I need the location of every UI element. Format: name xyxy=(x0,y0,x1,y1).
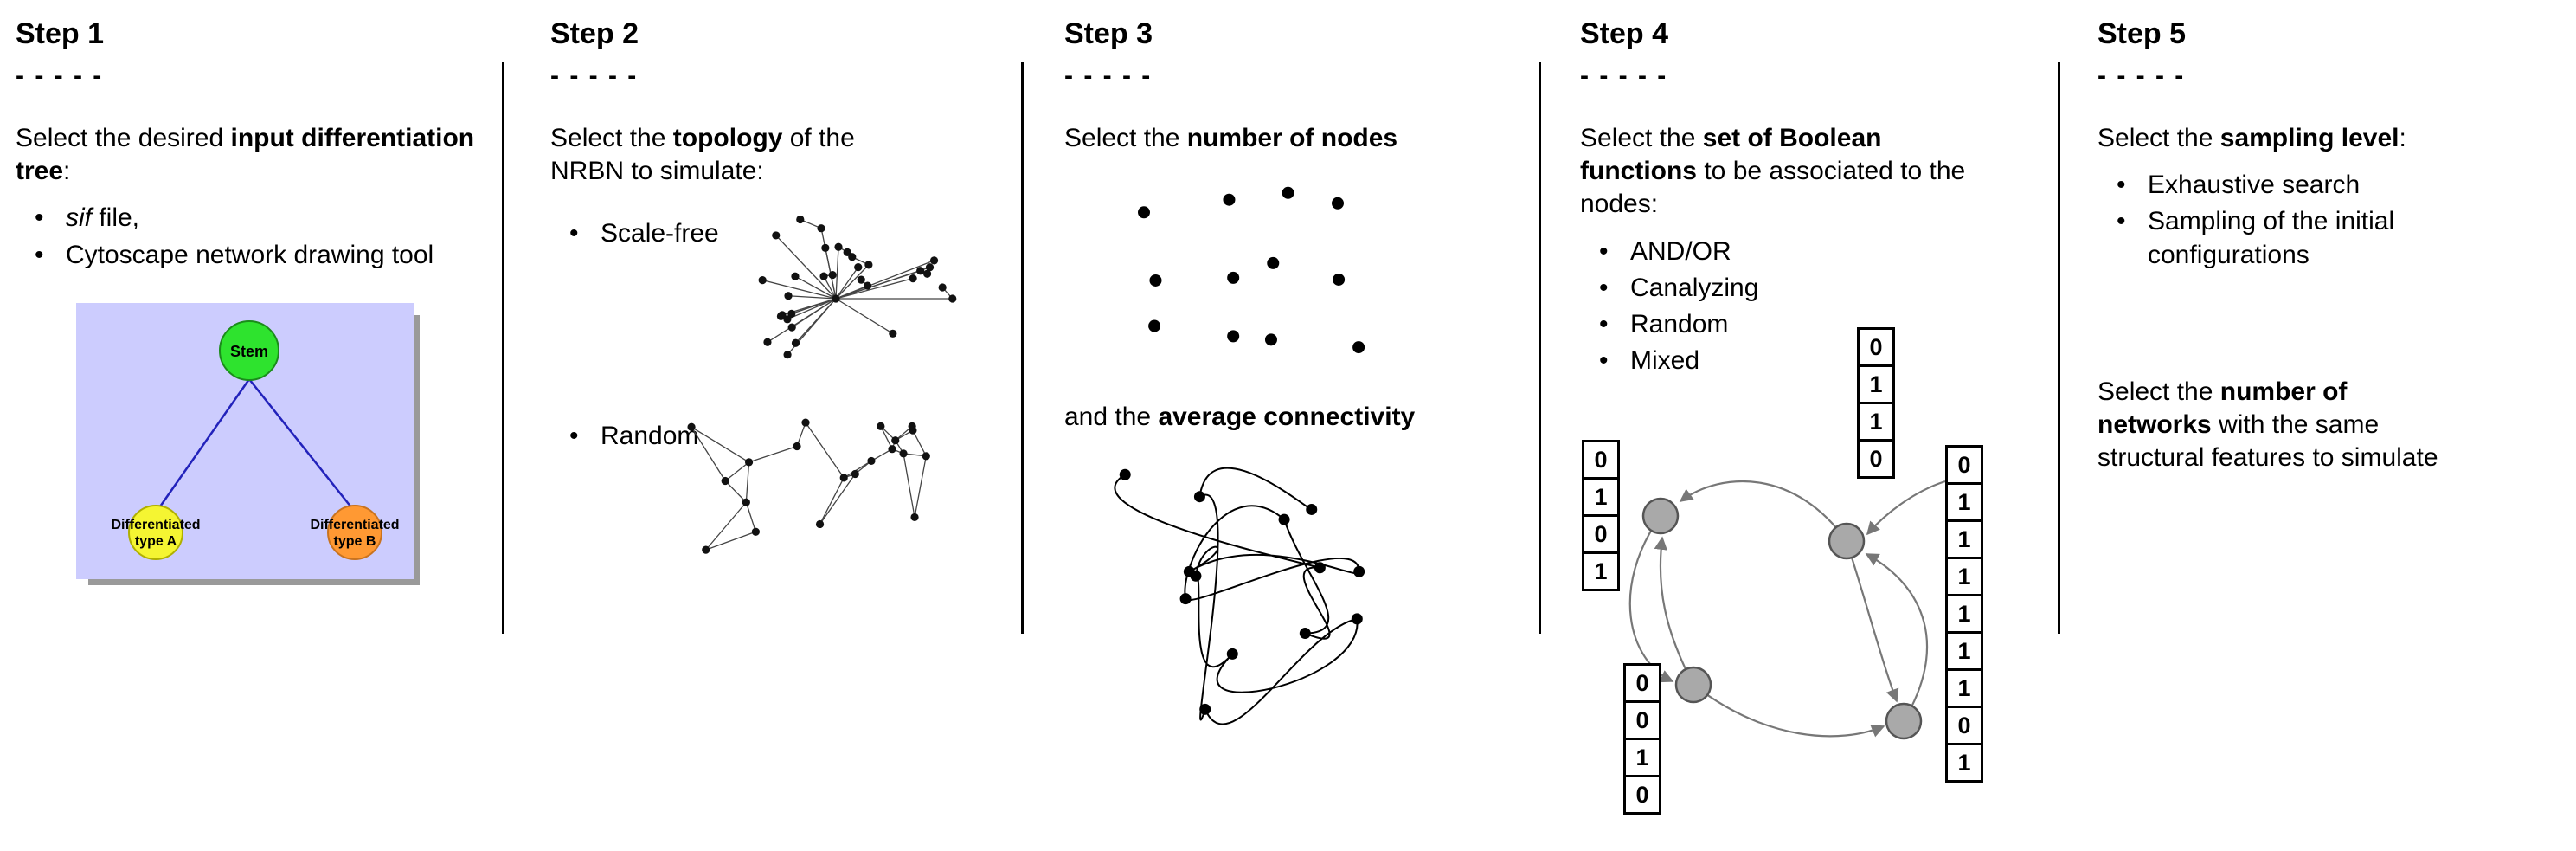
bullet-item: Cytoscape network drawing tool xyxy=(35,239,493,272)
differentiated-a-label-line1: Differentiated xyxy=(111,518,200,532)
step-1-panel: Step 1 - - - - - Select the desired inpu… xyxy=(16,16,493,591)
step-5-panel: Step 5 - - - - - Select the sampling lev… xyxy=(2097,16,2572,488)
step-title: Step 2 xyxy=(550,17,639,50)
boolean-network-graph xyxy=(1628,480,1946,740)
column-divider xyxy=(2058,62,2060,634)
truth-table-cell: 0 xyxy=(1623,700,1661,740)
truth-table-cell: 0 xyxy=(1945,445,1983,485)
bullet-item: sif file, xyxy=(35,202,493,235)
differentiated-a-label-line2: type A xyxy=(135,534,177,549)
step-4-panel: Step 4 - - - - - Select the set of Boole… xyxy=(1580,16,2039,815)
differentiated-b-label-line2: type B xyxy=(334,534,376,549)
differentiation-tree-illustration: Stem Differentiated type A Differentiate… xyxy=(76,302,420,585)
bullet-item: AND/OR xyxy=(1599,235,2039,268)
step-title: Step 4 xyxy=(1580,17,1669,50)
dashed-separator: - - - - - xyxy=(1064,61,1153,91)
column-divider xyxy=(502,62,504,634)
truth-table-cell: 1 xyxy=(1857,364,1895,404)
bullet-item: • Scale-free xyxy=(569,217,719,250)
bullet-item: Sampling of the initial configurations xyxy=(2117,205,2494,271)
step-3-panel: Step 3 - - - - - Select the number of no… xyxy=(1064,16,1549,733)
truth-table-cell: 1 xyxy=(1945,519,1983,559)
network-node xyxy=(1885,702,1923,740)
step-description: Select the topology of the NRBN to simul… xyxy=(550,124,855,186)
truth-table-cell: 0 xyxy=(1857,327,1895,367)
bullet-label: Random xyxy=(601,422,699,451)
truth-table-cell: 1 xyxy=(1582,551,1620,591)
truth-table-cell: 1 xyxy=(1945,557,1983,596)
network-node xyxy=(1641,497,1680,535)
step-description: Select the number of nodes xyxy=(1064,124,1398,153)
bullet-dot: • xyxy=(569,219,579,248)
bullet-item: • Random xyxy=(569,420,698,453)
topology-illustrations: • Scale-free • Random xyxy=(550,202,1000,687)
truth-table-cell: 0 xyxy=(1945,706,1983,745)
bullet-item: Canalyzing xyxy=(1599,272,2039,305)
truth-table-cell: 1 xyxy=(1945,594,1983,634)
column-divider xyxy=(1021,62,1024,634)
bullet-item: Mixed xyxy=(1599,345,2039,377)
step-title: Step 3 xyxy=(1064,17,1153,50)
step-description: Select the desired input differentiation… xyxy=(16,124,475,186)
step-description: Select the sampling level: xyxy=(2097,124,2406,153)
step-title: Step 1 xyxy=(16,17,105,50)
network-node xyxy=(1674,666,1712,704)
differentiated-b-node xyxy=(327,504,382,560)
differentiated-b-label-line1: Differentiated xyxy=(310,518,399,532)
stem-node xyxy=(219,319,279,381)
scale-free-network-illustration xyxy=(758,216,957,359)
column-divider xyxy=(1539,62,1541,634)
boolean-network-nodes xyxy=(1641,497,1923,740)
random-network-illustration xyxy=(687,418,930,555)
truth-table-cell: 1 xyxy=(1945,631,1983,671)
truth-table-cell: 1 xyxy=(1623,738,1661,777)
bullet-list: Exhaustive search Sampling of the initia… xyxy=(2097,169,2494,271)
tree-edge-a xyxy=(157,377,251,510)
step-description: Select the set of Boolean functions to b… xyxy=(1580,124,1966,219)
bullet-list: sif file, Cytoscape network drawing tool xyxy=(16,202,493,271)
step-title: Step 5 xyxy=(2097,17,2187,50)
step-2-panel: Step 2 - - - - - Select the topology of … xyxy=(550,16,1000,687)
bullet-dot: • xyxy=(569,422,579,451)
stem-label: Stem xyxy=(230,343,268,360)
truth-table-cell: 0 xyxy=(1582,440,1620,480)
truth-table-cell: 1 xyxy=(1857,402,1895,442)
dashed-separator: - - - - - xyxy=(1580,61,1668,91)
bullet-item: Random xyxy=(1599,308,2039,341)
differentiated-a-node xyxy=(128,504,183,560)
truth-table-cell: 1 xyxy=(1945,482,1983,522)
dashed-separator: - - - - - xyxy=(2097,61,2186,91)
bullet-list: AND/OR Canalyzing Random Mixed xyxy=(1580,235,2039,377)
bullet-item: Exhaustive search xyxy=(2117,169,2494,202)
truth-table-cell: 1 xyxy=(1945,743,1983,783)
tree-edge-b xyxy=(248,377,352,508)
dashed-separator: - - - - - xyxy=(16,61,104,91)
truth-table-cell: 0 xyxy=(1582,514,1620,554)
dashed-separator: - - - - - xyxy=(550,61,639,91)
truth-table-cell: 1 xyxy=(1945,668,1983,708)
bullet-label: Scale-free xyxy=(601,219,719,248)
truth-table-cell: 0 xyxy=(1857,439,1895,479)
step-description-2: and the average connectivity xyxy=(1064,403,1416,432)
nodes-dots-illustration xyxy=(1138,187,1365,354)
connectivity-tangle-illustration xyxy=(1114,467,1365,725)
network-node xyxy=(1828,522,1866,560)
truth-table-cell: 0 xyxy=(1623,775,1661,815)
truth-table-cell: 1 xyxy=(1582,477,1620,517)
truth-table-cell: 0 xyxy=(1623,663,1661,703)
